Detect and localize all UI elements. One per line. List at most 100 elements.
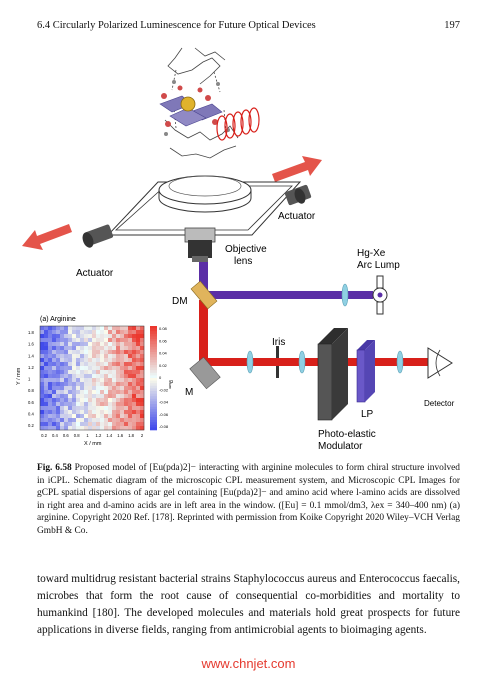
heatmap-cell [116, 374, 121, 379]
colorbar-segment [150, 417, 157, 420]
heatmap-cell [100, 402, 105, 407]
heatmap-cell [124, 350, 129, 355]
page-number: 197 [444, 20, 460, 31]
heatmap-cell [112, 390, 117, 395]
heatmap-cell [88, 346, 93, 351]
heatmap-cell [64, 366, 69, 371]
heatmap-cell [96, 410, 101, 415]
heatmap-cell [80, 358, 85, 363]
heatmap-cell [64, 326, 69, 331]
watermark: www.chnjet.com [201, 656, 296, 671]
heatmap-cell [140, 386, 145, 391]
heatmap-cell [40, 394, 45, 399]
heatmap-cell [120, 378, 125, 383]
heatmap-cell [88, 402, 93, 407]
heatmap-cell [128, 366, 133, 371]
cpl-spiral [216, 107, 260, 141]
heatmap-cell [140, 398, 145, 403]
heatmap-cell [92, 426, 97, 431]
heatmap-cell [132, 402, 137, 407]
heatmap-cell [108, 346, 113, 351]
heatmap-cell [80, 330, 85, 335]
heatmap-cell [64, 334, 69, 339]
heatmap-cell [44, 330, 49, 335]
heatmap-cell [140, 374, 145, 379]
heatmap-cell [84, 326, 89, 331]
heatmap-cell [140, 350, 145, 355]
heatmap-cell [136, 398, 141, 403]
heatmap-cell [100, 326, 105, 331]
colorbar-segment [150, 352, 157, 355]
heatmap-cell [128, 390, 133, 395]
heatmap-cell [60, 342, 65, 347]
heatmap-cell [40, 426, 45, 431]
heatmap-cell [44, 370, 49, 375]
inset-y-tick: 1.4 [28, 353, 34, 358]
heatmap-cell [52, 354, 57, 359]
heatmap-cell [120, 374, 125, 379]
heatmap-cell [116, 362, 121, 367]
heatmap-cell [80, 370, 85, 375]
heatmap-cell [68, 382, 73, 387]
heatmap-cell [84, 350, 89, 355]
heatmap-cell [88, 394, 93, 399]
heatmap-cell [60, 346, 65, 351]
heatmap-cell [64, 374, 69, 379]
heatmap-cell [136, 382, 141, 387]
heatmap-cell [48, 330, 53, 335]
colorbar-segment [150, 391, 157, 394]
heatmap-cell [52, 422, 57, 427]
heatmap-cell [128, 354, 133, 359]
heatmap-cell [116, 370, 121, 375]
heatmap-cell [132, 334, 137, 339]
heatmap-cell [124, 374, 129, 379]
hg-xe-lamp [372, 275, 388, 315]
heatmap-cell [136, 354, 141, 359]
colorbar-tick: -0.08 [159, 424, 169, 429]
heatmap-cell [44, 386, 49, 391]
heatmap-cell [72, 398, 77, 403]
heatmap-cell [124, 366, 129, 371]
heatmap-cell [60, 386, 65, 391]
heatmap-cell [64, 330, 69, 335]
heatmap-cell [120, 334, 125, 339]
heatmap-cell [48, 338, 53, 343]
heatmap-cell [136, 386, 141, 391]
heatmap-cell [124, 326, 129, 331]
heatmap-cell [112, 406, 117, 411]
heatmap-cell [64, 406, 69, 411]
heatmap-cell [76, 382, 81, 387]
heatmap-cell [120, 342, 125, 347]
heatmap-cell [108, 386, 113, 391]
heatmap-cell [60, 366, 65, 371]
heatmap-cell [68, 410, 73, 415]
heatmap-cell [44, 326, 49, 331]
heatmap-cell [136, 342, 141, 347]
heatmap-cell [100, 418, 105, 423]
heatmap-cell [84, 346, 89, 351]
heatmap-cell [84, 374, 89, 379]
heatmap-cell [104, 398, 109, 403]
heatmap-cell [84, 390, 89, 395]
heatmap-cell [88, 366, 93, 371]
heatmap-cell [104, 410, 109, 415]
heatmap-cell [136, 410, 141, 415]
colorbar-tick: -0.04 [159, 400, 169, 405]
heatmap-cell [72, 422, 77, 427]
heatmap-cell [84, 414, 89, 419]
heatmap-cell [72, 406, 77, 411]
objective-lens [184, 227, 216, 262]
heatmap-cell [124, 386, 129, 391]
heatmap-cell [48, 426, 53, 431]
inset-y-tick: 0.2 [28, 423, 34, 428]
heatmap-cell [56, 402, 61, 407]
heatmap-cell [92, 366, 97, 371]
heatmap-cell [60, 382, 65, 387]
heatmap-cell [104, 422, 109, 427]
heatmap-cell [76, 362, 81, 367]
heatmap-cell [124, 414, 129, 419]
heatmap-cell [136, 346, 141, 351]
heatmap-cell [132, 386, 137, 391]
heatmap-cell [104, 414, 109, 419]
heatmap-cell [80, 414, 85, 419]
